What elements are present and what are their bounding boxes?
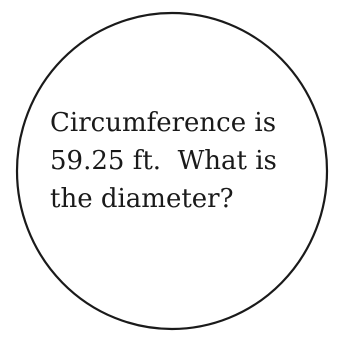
question-text: Circumference is 59.25 ft. What is the d… bbox=[50, 104, 300, 218]
circle-outline bbox=[15, 11, 329, 331]
question-line-3: the diameter? bbox=[50, 184, 234, 214]
question-line-1: Circumference is bbox=[50, 108, 277, 138]
question-line-2: 59.25 ft. What is bbox=[50, 146, 277, 176]
